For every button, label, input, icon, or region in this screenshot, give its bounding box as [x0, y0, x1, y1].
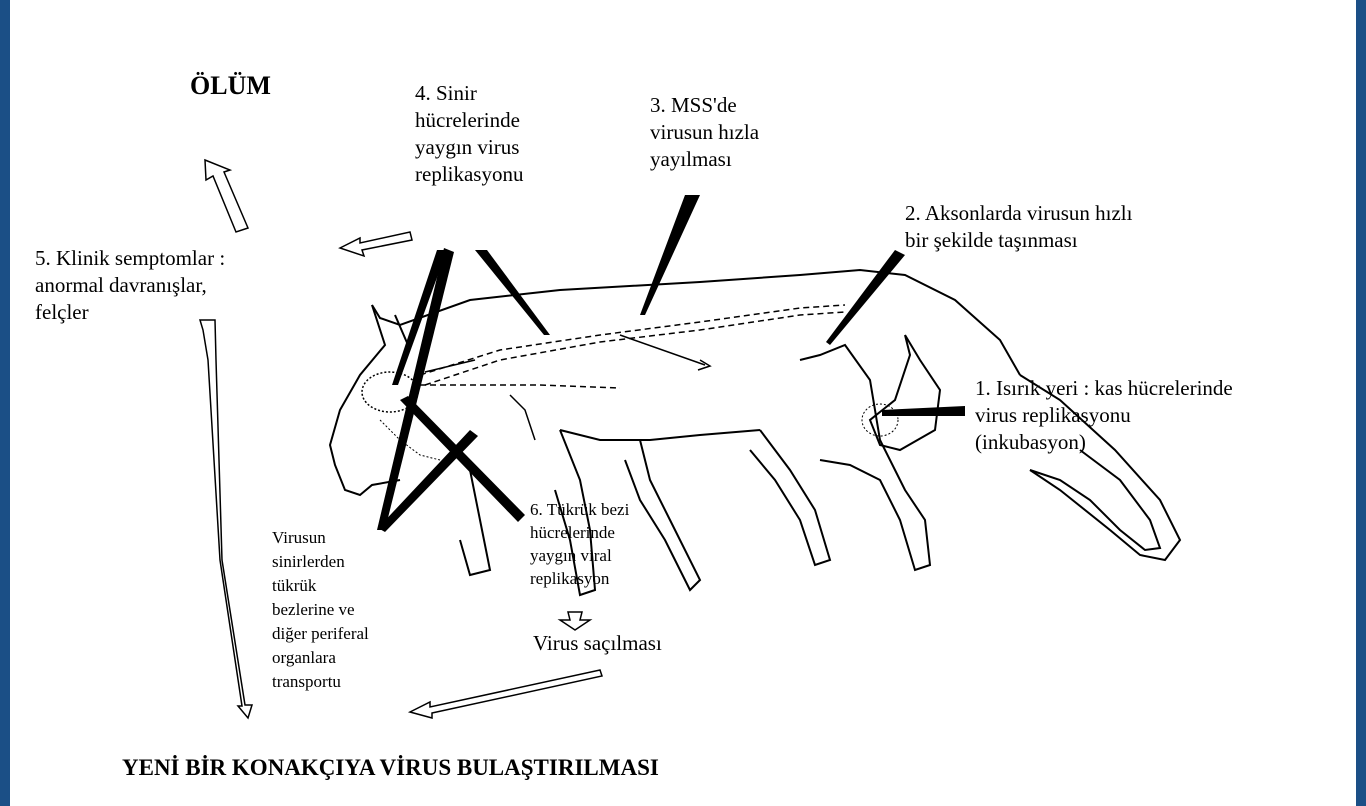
death-label: ÖLÜM — [190, 72, 271, 99]
spread-arrows — [425, 335, 710, 440]
label-pointers — [377, 195, 965, 532]
arrow-to-death — [205, 160, 248, 232]
arrow-to-transmission-left — [200, 320, 252, 718]
arrow-to-shedding — [560, 612, 590, 630]
step1-label: 1. Isırık yeri : kas hücrelerinde virus … — [975, 375, 1233, 456]
new-host-label: YENİ BİR KONAKÇIYA VİRUS BULAŞTIRILMASI — [122, 754, 659, 781]
shedding-label: Virus saçılması — [533, 630, 662, 657]
step6-label: 6. Tükrük bezi hücrelerinde yaygın viral… — [530, 498, 629, 590]
nerve-pathway — [420, 305, 845, 388]
arrow-to-symptoms — [340, 232, 412, 256]
step5-label: 5. Klinik semptomlar : anormal davranışl… — [35, 245, 225, 326]
arrow-to-transmission-right — [410, 670, 602, 718]
step4-label: 4. Sinir hücrelerinde yaygın virus repli… — [415, 80, 523, 188]
nerve-transport-label: Virusun sinirlerden tükrük bezlerine ve … — [272, 526, 369, 694]
step3-label: 3. MSS'de virusun hızla yayılması — [650, 92, 759, 173]
step2-label: 2. Aksonlarda virusun hızlı bir şekilde … — [905, 200, 1132, 254]
